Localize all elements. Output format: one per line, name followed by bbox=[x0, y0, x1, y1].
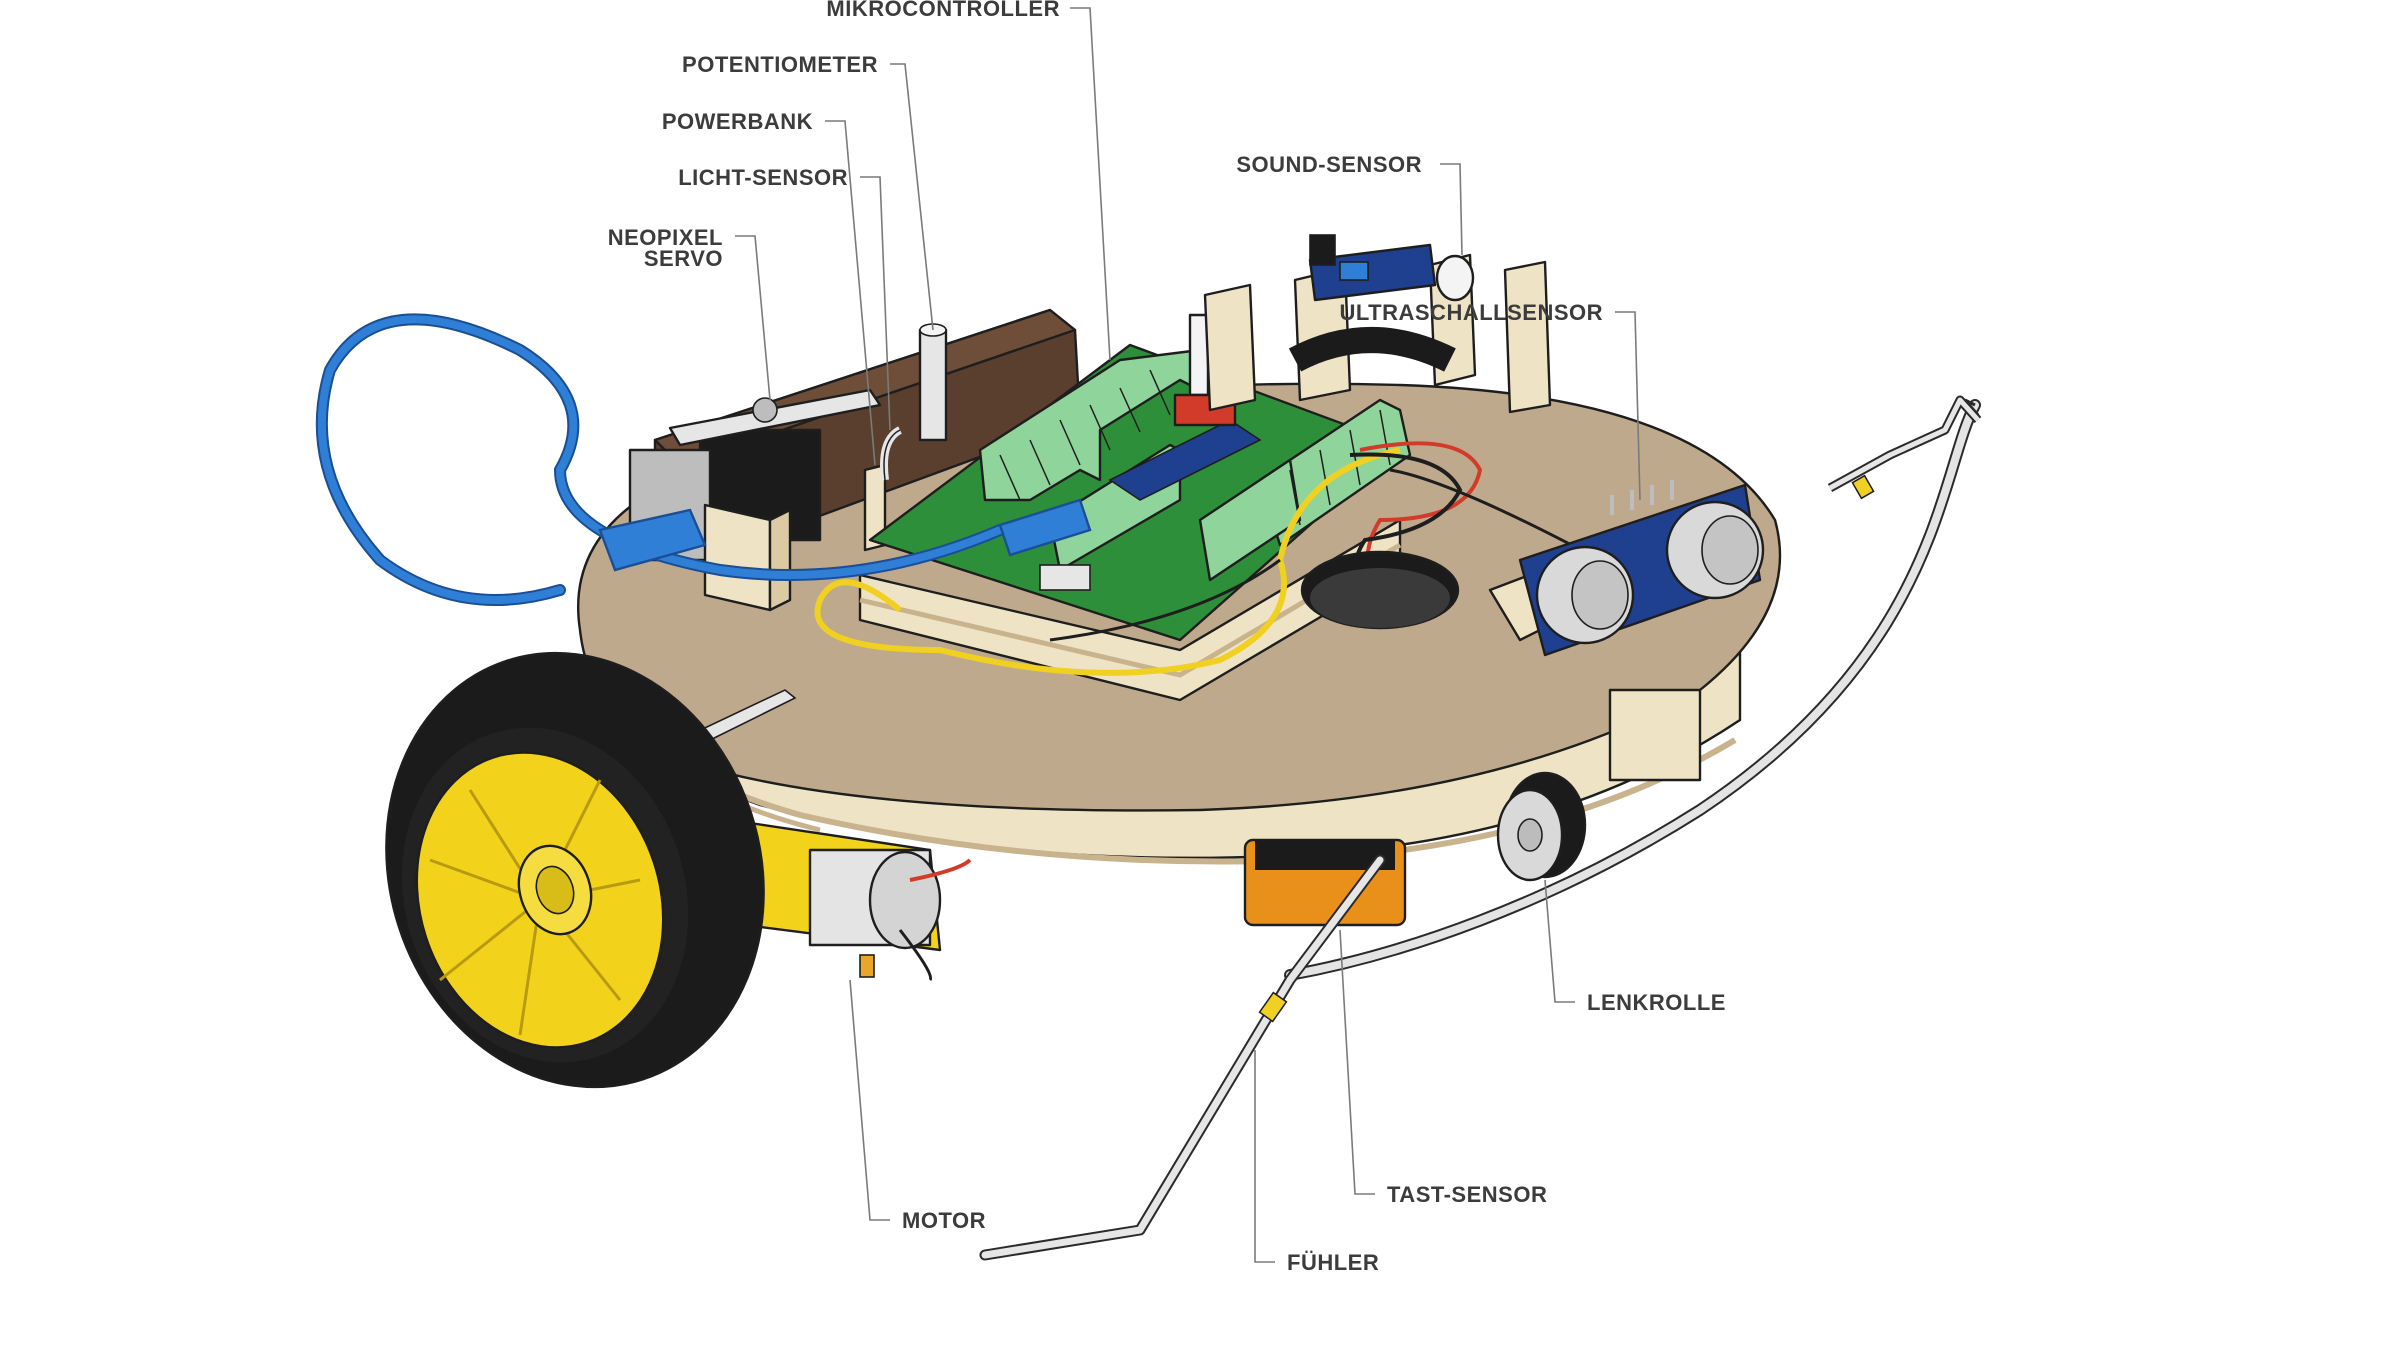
cable-hole bbox=[1300, 550, 1460, 630]
feeler-antenna-right bbox=[1284, 395, 1982, 981]
wiring bbox=[814, 441, 1601, 676]
label-neopixel: NEOPIXEL bbox=[608, 225, 723, 250]
caster-wheel bbox=[1496, 688, 1702, 882]
label-tast-sensor: TAST-SENSOR bbox=[1387, 1182, 1547, 1207]
label-lenkrolle: LENKROLLE bbox=[1587, 990, 1726, 1015]
label-powerbank: POWERBANK bbox=[662, 109, 813, 134]
motor bbox=[728, 818, 972, 982]
usb-cable bbox=[315, 313, 1092, 606]
microcontroller-board bbox=[858, 343, 1412, 702]
drive-wheel bbox=[385, 651, 765, 1089]
label-ultraschallsensor: ULTRASCHALLSENSOR bbox=[1339, 300, 1603, 325]
wooden-standoffs bbox=[703, 463, 887, 612]
label-licht-sensor: LICHT-SENSOR bbox=[678, 165, 848, 190]
feeler-antenna-front bbox=[979, 854, 1386, 1261]
label-mikrocontroller: MIKROCONTROLLER bbox=[826, 0, 1060, 21]
label-potentiometer: POTENTIOMETER bbox=[682, 52, 878, 77]
callout-leaders bbox=[735, 7, 1641, 1263]
label-motor: MOTOR bbox=[902, 1208, 986, 1233]
label-fuehler: FÜHLER bbox=[1287, 1250, 1379, 1275]
callout-labels: MIKROCONTROLLER POTENTIOMETER POWERBANK … bbox=[608, 0, 1726, 1275]
potentiometer bbox=[918, 323, 948, 442]
label-sound-sensor: SOUND-SENSOR bbox=[1236, 152, 1422, 177]
label-servo: SERVO bbox=[644, 246, 723, 271]
touch-sensor bbox=[1243, 838, 1407, 927]
light-sensor bbox=[880, 426, 903, 481]
ultrasonic-sensor bbox=[1488, 480, 1765, 657]
sound-sensor bbox=[1308, 234, 1475, 302]
